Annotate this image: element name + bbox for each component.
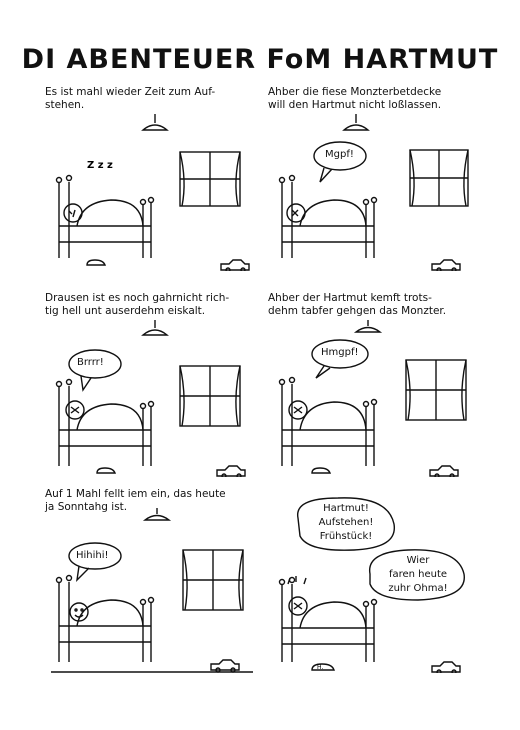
panel-3: Drausen ist es noch gahrnicht rich- tig … <box>45 292 260 477</box>
panel-3-art <box>55 320 246 477</box>
speech-bubble-icon <box>68 542 122 582</box>
bed-icon <box>278 174 378 258</box>
panel-caption: Es ist mahl wieder Zeit zum Auf- stehen. <box>45 86 216 111</box>
character-face-icon <box>63 203 83 223</box>
panel-1: Es ist mahl wieder Zeit zum Auf- stehen. <box>45 86 260 271</box>
ceiling-lamp-icon <box>141 320 169 336</box>
panel-5: Auf 1 Mahl fellt iem ein, das heute ja S… <box>45 488 260 673</box>
slipper-icon <box>311 663 335 671</box>
bed-icon <box>55 174 155 258</box>
slipper-icon <box>86 259 107 266</box>
speech-bubble-text: Mgpf! <box>325 149 354 160</box>
character-face-icon <box>65 400 85 420</box>
toy-car-icon <box>220 259 250 271</box>
speech-bubble-text: Hmgpf! <box>321 347 359 358</box>
slipper-icon <box>311 467 332 474</box>
speech-bubble-icon <box>68 349 122 392</box>
ceiling-lamp-icon <box>353 320 383 333</box>
toy-car-icon <box>429 465 459 477</box>
panel-4-art <box>278 320 467 477</box>
mom-announcement-text: Wier faren heute zuhr Ohma! <box>388 555 448 594</box>
speech-bubble-icon <box>311 339 369 379</box>
sleep-sound: Z z z <box>87 160 113 171</box>
panel-caption: Ahber die fiese Monzterbetdecke will den… <box>268 86 442 111</box>
window-icon <box>179 365 241 427</box>
ceiling-lamp-icon <box>342 114 370 131</box>
window-icon <box>405 359 467 421</box>
panel-6: H. Hartmut! Aufstehen! Frühstück! Wier f… <box>268 488 483 673</box>
window-icon <box>179 151 241 207</box>
character-face-icon <box>287 576 308 616</box>
toy-car-icon <box>210 659 240 673</box>
slipper-label: H. <box>317 664 323 671</box>
character-face-icon <box>286 203 306 223</box>
speech-bubble-text: Brrrr! <box>77 357 104 368</box>
speech-bubble-icon <box>313 141 367 183</box>
panel-caption: Drausen ist es noch gahrnicht rich- tig … <box>45 292 230 317</box>
panel-caption: Ahber der Hartmut kemft trots- dehm tabf… <box>268 292 447 317</box>
character-face-icon <box>288 400 308 420</box>
toy-car-icon <box>216 465 246 477</box>
slipper-icon <box>96 467 117 474</box>
toy-car-icon <box>431 259 461 271</box>
bed-icon <box>278 376 378 466</box>
panel-1-art: Z z z <box>55 114 250 271</box>
character-face-icon <box>69 602 89 622</box>
panel-4: Ahber der Hartmut kemft trots- dehm tabf… <box>268 292 483 477</box>
mom-shout-text: Hartmut! Aufstehen! Frühstück! <box>318 503 374 542</box>
speech-bubble-icon <box>369 549 465 601</box>
speech-bubble-icon <box>297 497 395 551</box>
bed-icon <box>55 574 155 662</box>
bed-icon <box>55 378 155 466</box>
panel-caption: Auf 1 Mahl fellt iem ein, das heute ja S… <box>45 488 226 513</box>
window-icon <box>409 149 469 207</box>
ceiling-lamp-icon <box>141 114 169 131</box>
panel-5-art <box>51 508 253 673</box>
ceiling-lamp-icon <box>142 508 172 521</box>
speech-bubble-text: Hihihi! <box>76 550 109 561</box>
window-icon <box>182 549 244 611</box>
panel-2: Ahber die fiese Monzterbetdecke will den… <box>268 86 483 271</box>
panel-2-art <box>278 114 469 271</box>
panel-6-art: H. <box>278 497 465 673</box>
toy-car-icon <box>431 661 461 673</box>
comic-title: DI ABENTEUER FoM HARTMUT <box>21 44 499 75</box>
bed-icon <box>278 576 378 662</box>
